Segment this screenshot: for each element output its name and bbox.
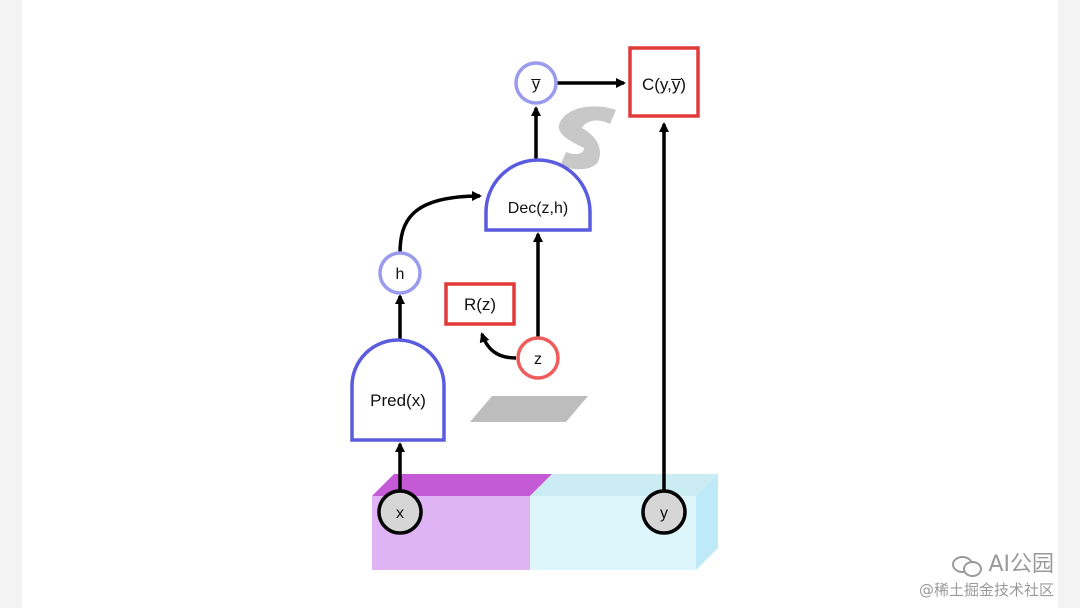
frame-edge-left <box>0 0 22 608</box>
cost-module: C(y,y̅) <box>628 46 700 118</box>
tilde-shape <box>558 106 616 170</box>
watermark-brand: AI公园 <box>988 552 1054 577</box>
watermark-site: @稀土掘金技术社区 <box>918 581 1054 599</box>
dec-module: Dec(z,h) <box>484 158 592 232</box>
frame-edge-right <box>1058 0 1080 608</box>
h-variable: h <box>378 251 422 295</box>
dec-label: Dec(z,h) <box>508 200 568 217</box>
h-label: h <box>396 266 405 283</box>
x-label: x <box>396 505 404 522</box>
pred-label: Pred(x) <box>370 391 426 410</box>
watermark: AI公园 @稀土掘金技术社区 <box>919 552 1054 600</box>
ybar-label: y̅ <box>531 76 541 93</box>
arrow-h-to-dec <box>398 191 482 255</box>
watermark-brand-row: AI公园 <box>919 552 1054 578</box>
y-label: y <box>660 505 668 522</box>
ybar-variable: y̅ <box>514 61 558 105</box>
z-variable: z <box>516 336 560 380</box>
regularizer-module: R(z) <box>444 282 516 326</box>
latent-plane <box>470 396 588 422</box>
pred-module: Pred(x) <box>350 338 446 442</box>
z-label: z <box>534 351 542 368</box>
reg-label: R(z) <box>464 295 496 314</box>
wechat-icon <box>952 554 983 577</box>
arrow-z-to-reg <box>479 332 517 360</box>
y-variable: y <box>641 489 687 535</box>
y-data-box <box>530 474 718 570</box>
cost-label: C(y,y̅) <box>642 75 686 94</box>
x-variable: x <box>377 489 423 535</box>
